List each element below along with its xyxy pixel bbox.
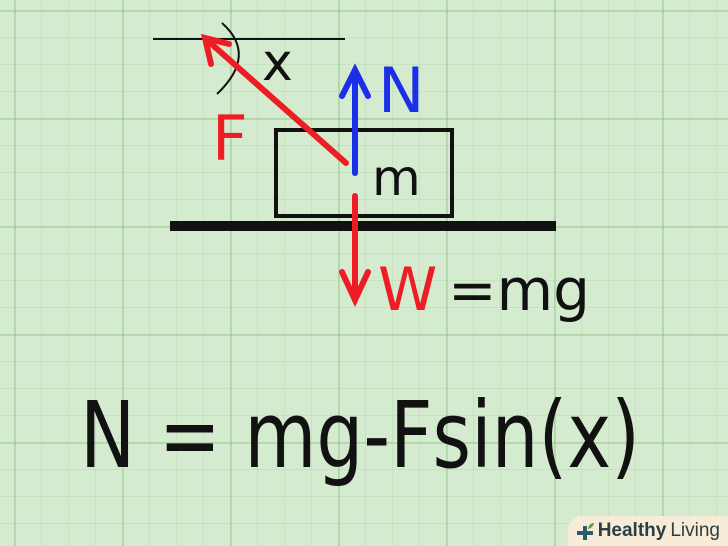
weight-arrow [339,193,371,308]
force-label: F [212,102,248,175]
watermark-bold-text: Healthy [597,520,667,541]
weight-equation: =mg [448,256,590,324]
healthy-living-watermark: Healthy Living [567,516,728,546]
weight-label: W [378,255,437,325]
angle-arc [216,22,240,95]
normal-force-arrow [339,63,371,176]
normal-force-equation: N = mg-Fsin(x) [80,382,640,489]
mass-block [274,128,454,218]
angle-label: x [262,33,293,93]
watermark-regular-text: Living [670,520,720,541]
mass-label: m [372,149,421,207]
cross-leaf-logo-icon [576,523,594,540]
normal-force-label: N [378,54,424,127]
force-arrow [200,33,349,166]
